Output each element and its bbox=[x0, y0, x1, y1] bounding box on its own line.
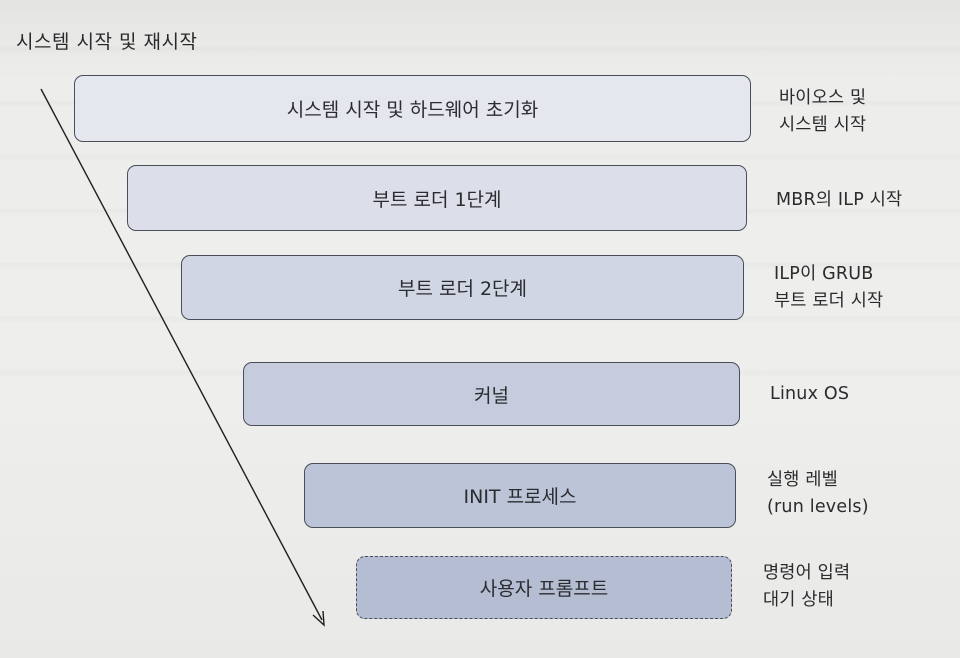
stage-description-init-process: 실행 레벨 (run levels) bbox=[767, 467, 869, 521]
stage-description-line: 시스템 시작 bbox=[779, 115, 867, 135]
stage-label: 부트 로더 2단계 bbox=[397, 278, 528, 300]
stage-description-bootloader-2: ILP이 GRUB 부트 로더 시작 bbox=[774, 261, 883, 315]
stage-user-prompt: 사용자 프롬프트 bbox=[356, 556, 732, 619]
stage-description-kernel: Linux OS bbox=[770, 381, 849, 408]
stage-bootloader-2: 부트 로더 2단계 bbox=[181, 255, 744, 320]
stage-label: 부트 로더 1단계 bbox=[372, 188, 502, 211]
stage-description-line: 바이오스 및 bbox=[779, 88, 867, 108]
stage-init-process: INIT 프로세스 bbox=[304, 463, 736, 528]
stage-bootloader-1: 부트 로더 1단계 bbox=[127, 165, 747, 231]
stage-label: 커널 bbox=[474, 384, 509, 407]
stage-description-line: 실행 레벨 bbox=[767, 470, 838, 490]
stage-description-line: Linux OS bbox=[770, 384, 850, 404]
stage-description-line: ILP이 GRUB bbox=[774, 264, 874, 284]
stage-label: INIT 프로세스 bbox=[463, 486, 577, 508]
stage-label: 시스템 시작 및 하드웨어 초기화 bbox=[286, 99, 539, 121]
stage-description-line: MBR의 ILP 시작 bbox=[776, 190, 903, 210]
stage-description-bootloader-1: MBR의 ILP 시작 bbox=[776, 187, 902, 214]
flow-arrow-head bbox=[312, 610, 325, 627]
stage-description-line: 명령어 입력 bbox=[763, 563, 851, 583]
stage-hardware-init: 시스템 시작 및 하드웨어 초기화 bbox=[74, 75, 751, 142]
diagram-title: 시스템 시작 및 재시작 bbox=[16, 31, 198, 53]
stage-description-user-prompt: 명령어 입력 대기 상태 bbox=[763, 560, 850, 614]
stage-label: 사용자 프롬프트 bbox=[479, 578, 609, 600]
stage-description-line: 부트 로더 시작 bbox=[774, 291, 884, 311]
stage-description-line: (run levels) bbox=[767, 497, 869, 517]
stage-description-line: 대기 상태 bbox=[763, 590, 834, 610]
stage-description-hardware-init: 바이오스 및 시스템 시작 bbox=[779, 85, 866, 139]
flow-arrow-line bbox=[40, 88, 323, 621]
stage-kernel: 커널 bbox=[243, 362, 740, 426]
